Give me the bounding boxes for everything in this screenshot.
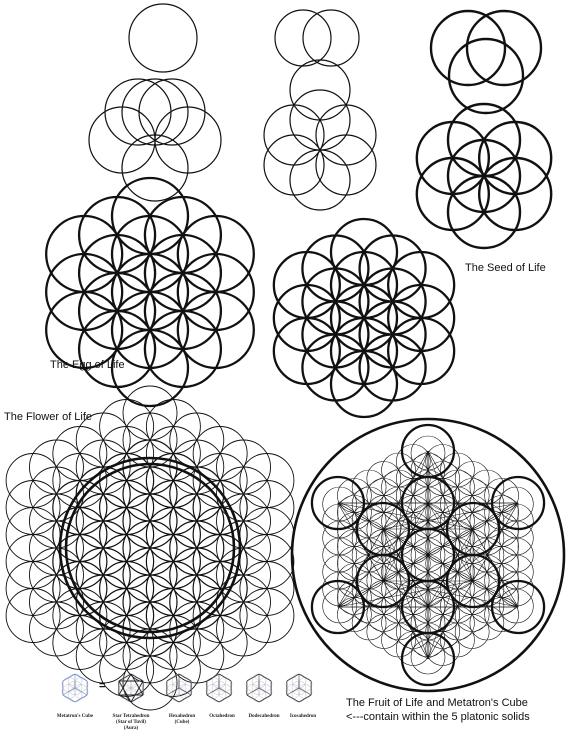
circle	[415, 156, 491, 232]
circle	[121, 134, 189, 202]
label-platonic-solids: <---contain within the 5 platonic solids	[346, 711, 530, 723]
line	[218, 673, 232, 682]
circle	[447, 37, 525, 115]
line	[258, 687, 272, 696]
label-flower-of-life: The Flower of Life	[4, 411, 93, 423]
line	[62, 687, 76, 696]
seed-of-life-figure	[415, 102, 553, 250]
line	[74, 673, 88, 682]
solid-label-hexahedron: Hexahedron(Cube)	[168, 714, 196, 725]
line	[130, 680, 144, 703]
circle	[465, 9, 543, 87]
circle	[290, 417, 566, 693]
vesica-piscis	[274, 9, 360, 67]
line	[337, 450, 429, 504]
line	[218, 687, 232, 696]
line	[166, 673, 180, 682]
line	[118, 673, 132, 682]
line	[258, 673, 272, 682]
line	[246, 673, 260, 682]
circle	[310, 475, 366, 531]
line	[246, 694, 260, 703]
line	[166, 694, 180, 703]
circle	[400, 423, 456, 479]
line	[286, 694, 300, 703]
circle	[104, 78, 172, 146]
circle	[445, 553, 501, 609]
equals-sign: =	[99, 680, 106, 692]
circle	[274, 9, 332, 67]
flower-of-life-figure	[5, 385, 295, 711]
circle	[329, 349, 399, 419]
line	[74, 694, 88, 703]
circle	[58, 456, 242, 640]
line	[298, 694, 312, 703]
solid-label-star-tetrahedron: Star Tetrahedron(Star of Tuvil)(Aura)	[112, 714, 150, 731]
circle	[490, 579, 546, 635]
platonic-solids-row	[61, 673, 313, 703]
circle	[122, 655, 178, 711]
solid-label-octahedron: Octahedron	[209, 714, 235, 719]
circle	[289, 59, 351, 121]
tripod-circles	[429, 9, 543, 115]
line	[178, 673, 192, 682]
line	[130, 673, 144, 696]
line	[427, 450, 519, 504]
line	[427, 606, 519, 660]
circle	[138, 78, 206, 146]
solid-label-metatron: Metatron's Cube	[56, 714, 94, 719]
line	[118, 694, 132, 703]
line	[337, 502, 429, 660]
circle	[121, 78, 189, 146]
line	[62, 673, 76, 682]
line	[178, 694, 192, 703]
circle	[310, 579, 366, 635]
circle	[302, 9, 360, 67]
circle	[429, 9, 507, 87]
label-seed-of-life: The Seed of Life	[465, 262, 546, 274]
line	[206, 694, 220, 703]
line	[118, 680, 132, 703]
label-egg-of-life: The Egg of Life	[50, 359, 125, 371]
four-circles	[88, 78, 222, 202]
extended-seed-figure	[272, 217, 456, 419]
line	[166, 687, 180, 696]
circle	[110, 328, 190, 408]
line	[298, 687, 312, 696]
line	[118, 673, 132, 696]
line	[130, 673, 144, 682]
circle	[355, 501, 411, 557]
line	[178, 687, 192, 696]
solid-label-dodecahedron: Dodecahedron	[248, 714, 280, 719]
circle	[64, 462, 236, 634]
five-circles	[263, 59, 377, 211]
line	[258, 694, 272, 703]
circle	[128, 3, 198, 73]
solid-label-icosahedron: Icosahedron	[289, 714, 317, 719]
circle	[400, 631, 456, 687]
line	[246, 687, 260, 696]
line	[74, 687, 88, 696]
line	[337, 606, 429, 660]
line	[62, 694, 76, 703]
line	[298, 673, 312, 682]
label-fruit-of-life: The Fruit of Life and Metatron's Cube	[346, 697, 528, 709]
single-circle	[128, 3, 198, 73]
line	[218, 694, 232, 703]
line	[130, 694, 144, 703]
line	[206, 687, 220, 696]
line	[286, 687, 300, 696]
fruit-of-life-metatrons-cube-figure	[290, 417, 566, 693]
circle	[263, 134, 325, 196]
line	[286, 673, 300, 682]
circle	[415, 120, 491, 196]
line	[206, 673, 220, 682]
egg-of-life-figure	[45, 176, 255, 408]
line	[337, 502, 519, 608]
circle	[490, 475, 546, 531]
